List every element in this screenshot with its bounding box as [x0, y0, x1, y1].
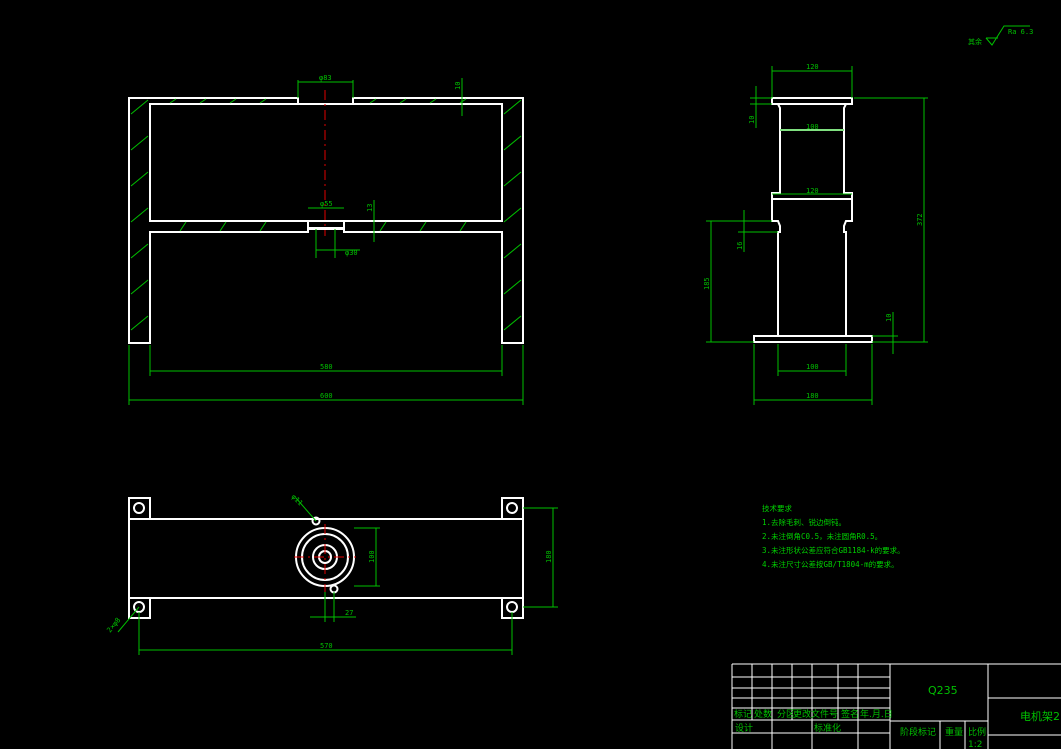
- dim-plan-span: 570: [320, 642, 333, 650]
- dim-front-bottom-dia: φ30: [345, 249, 358, 257]
- tb-label-design: 设计: [735, 722, 753, 734]
- tb-label-scale: 比例: [968, 726, 986, 738]
- plan-view-foot: [501, 497, 524, 520]
- technical-notes: 技术要求 1.去除毛刺、锐边倒钝。 2.未注倒角C0.5，未注圆角R0.5。 3…: [762, 503, 905, 569]
- plan-view-dimensions: φ11 2×φ8 100 27 180 570: [105, 493, 558, 655]
- roughness-check-icon: [985, 25, 1030, 46]
- tech-note-item: 3.未注形状公差应符合GB1184-k的要求。: [762, 545, 905, 555]
- plan-view-body: [128, 518, 524, 599]
- dim-plan-circle: 100: [368, 550, 376, 563]
- mounting-hole-icon: [506, 601, 518, 613]
- dim-plan-depth: 180: [545, 550, 553, 563]
- dim-side-top-thk: 10: [748, 116, 756, 124]
- front-view-boss: [307, 220, 345, 230]
- plan-view: φ11 2×φ8 100 27 180 570: [105, 493, 558, 655]
- mounting-hole-icon: [506, 502, 518, 514]
- tb-label-change-doc: 更改文件号: [793, 708, 838, 720]
- tb-label-stage: 阶段标记: [900, 726, 936, 738]
- side-view-outline: [753, 97, 873, 343]
- front-view-dimensions: φ83 10 φ55 13 φ30 580 600: [128, 74, 524, 405]
- front-view-hatching: [130, 98, 522, 331]
- tech-notes-title: 技术要求: [762, 503, 792, 513]
- tb-label-weight: 重量: [945, 726, 963, 738]
- tb-label-date: 年.月.日: [860, 708, 893, 720]
- dim-front-top-dia: φ83: [319, 74, 332, 82]
- dim-front-top-thk: 10: [454, 82, 462, 90]
- dim-side-height: 372: [916, 213, 924, 226]
- tb-label-count: 处数: [754, 708, 772, 720]
- tb-scale-value: 1:2: [968, 740, 982, 749]
- dim-side-lower-height: 185: [703, 277, 711, 290]
- mounting-hole-icon: [133, 502, 145, 514]
- tech-note-item: 4.未注尺寸公差按GB/T1804-m的要求。: [762, 559, 899, 569]
- dim-side-inner-top: 100: [806, 123, 819, 131]
- tb-part-name: 电机架2: [1020, 709, 1060, 723]
- tb-label-mark: 标记: [734, 708, 752, 720]
- bolt-hole-icon: [329, 584, 339, 594]
- surface-finish-label: 其余: [968, 37, 982, 46]
- dim-side-bottom-inner: 100: [806, 363, 819, 371]
- title-block: 标记 处数 分区 更改文件号 签名 年.月.日 设计 标准化 阶段标记 重量 比…: [731, 663, 1061, 749]
- tb-material: Q235: [928, 684, 958, 697]
- front-view: φ83 10 φ55 13 φ30 580 600: [128, 74, 524, 405]
- bolt-hole-icon: [311, 516, 321, 526]
- tb-label-sign: 签名: [841, 708, 859, 720]
- dim-side-mid-width: 120: [806, 187, 819, 195]
- dim-side-bottom-thk: 10: [885, 314, 893, 322]
- tb-label-zone: 分区: [777, 709, 795, 720]
- bearing-outer-circle: [295, 527, 355, 587]
- tb-label-standardize: 标准化: [814, 722, 841, 734]
- dim-front-hole-dia: φ55: [320, 200, 333, 208]
- dim-plan-offset: 27: [345, 609, 353, 617]
- dim-plan-corner-dia: 2×φ8: [105, 616, 122, 634]
- dim-side-mid-thk: 16: [736, 242, 744, 250]
- dim-side-top-width: 120: [806, 63, 819, 71]
- tech-note-item: 1.去除毛刺、锐边倒钝。: [762, 517, 846, 527]
- tech-note-item: 2.未注倒角C0.5，未注圆角R0.5。: [762, 531, 882, 541]
- plan-view-foot: [128, 497, 151, 520]
- side-view-dimensions: 120 100 120 10 372 16 185 10: [703, 63, 928, 405]
- surface-finish-value: Ra 6.3: [1008, 28, 1033, 36]
- dim-front-mid-thk: 13: [366, 204, 374, 212]
- surface-finish-symbol: 其余 Ra 6.3: [968, 25, 1033, 46]
- side-view: 120 100 120 10 372 16 185 10: [703, 63, 928, 405]
- dim-front-inner-width: 580: [320, 363, 333, 371]
- dim-front-total-width: 600: [320, 392, 333, 400]
- dim-side-base-width: 180: [806, 392, 819, 400]
